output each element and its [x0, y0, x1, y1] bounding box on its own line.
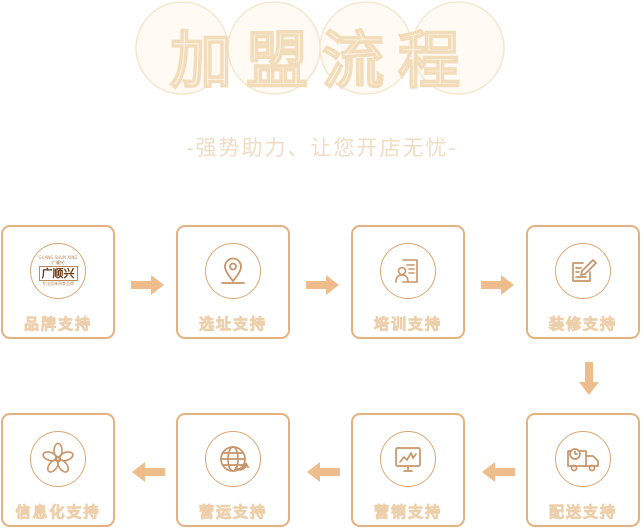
arrow-down-icon — [579, 362, 599, 395]
step-site-selection-support: 选址支持 — [176, 225, 290, 339]
arrow-right-icon — [131, 275, 164, 295]
globe-operation-icon — [205, 431, 261, 487]
step-label: 选址支持 — [198, 315, 267, 334]
title-circles-decoration — [135, 1, 505, 95]
step-operation-support: 营运支持 — [176, 413, 290, 527]
step-marketing-support: 营销支持 — [351, 413, 465, 527]
arrow-left-icon — [482, 462, 515, 482]
page-subtitle: -强势助力、让您开店无忧- — [186, 136, 458, 160]
flower-network-icon — [30, 431, 86, 487]
training-document-icon — [380, 243, 436, 299]
title-banner: 加盟流程 — [132, 0, 512, 108]
location-pin-icon — [205, 243, 261, 299]
logo-english-name: GUANG SHUN XING — [38, 255, 78, 260]
step-brand-support: GUANG SHUN XING ·广顺兴· 广顺兴 专注卤味熟食品牌 品牌支持 — [1, 225, 115, 339]
step-label: 培训支持 — [373, 315, 442, 334]
arrow-left-icon — [307, 462, 340, 482]
marketing-chart-icon — [380, 431, 436, 487]
step-delivery-support: 配送支持 — [526, 413, 640, 527]
step-renovation-support: 装修支持 — [526, 225, 640, 339]
page-title: 加盟流程 — [169, 23, 474, 98]
step-training-support: 培训支持 — [351, 225, 465, 339]
arrow-right-icon — [481, 275, 514, 295]
step-informatization-support: 信息化支持 — [1, 413, 115, 527]
step-label: 配送支持 — [548, 503, 617, 522]
logo-tagline: 专注卤味熟食品牌 — [42, 281, 74, 286]
step-label: 信息化支持 — [15, 503, 101, 522]
step-label: 营销支持 — [373, 503, 442, 522]
step-label: 品牌支持 — [23, 315, 92, 334]
step-label: 营运支持 — [198, 503, 267, 522]
logo-brand-name: 广顺兴 — [38, 266, 78, 281]
brand-logo: GUANG SHUN XING ·广顺兴· 广顺兴 专注卤味熟食品牌 — [36, 249, 80, 293]
arrow-left-icon — [132, 462, 165, 482]
arrow-right-icon — [306, 275, 339, 295]
edit-document-icon — [555, 243, 611, 299]
brand-logo-icon: GUANG SHUN XING ·广顺兴· 广顺兴 专注卤味熟食品牌 — [30, 243, 86, 299]
step-label: 装修支持 — [548, 315, 617, 334]
logo-small-name: ·广顺兴· — [50, 260, 66, 265]
delivery-truck-icon — [555, 431, 611, 487]
